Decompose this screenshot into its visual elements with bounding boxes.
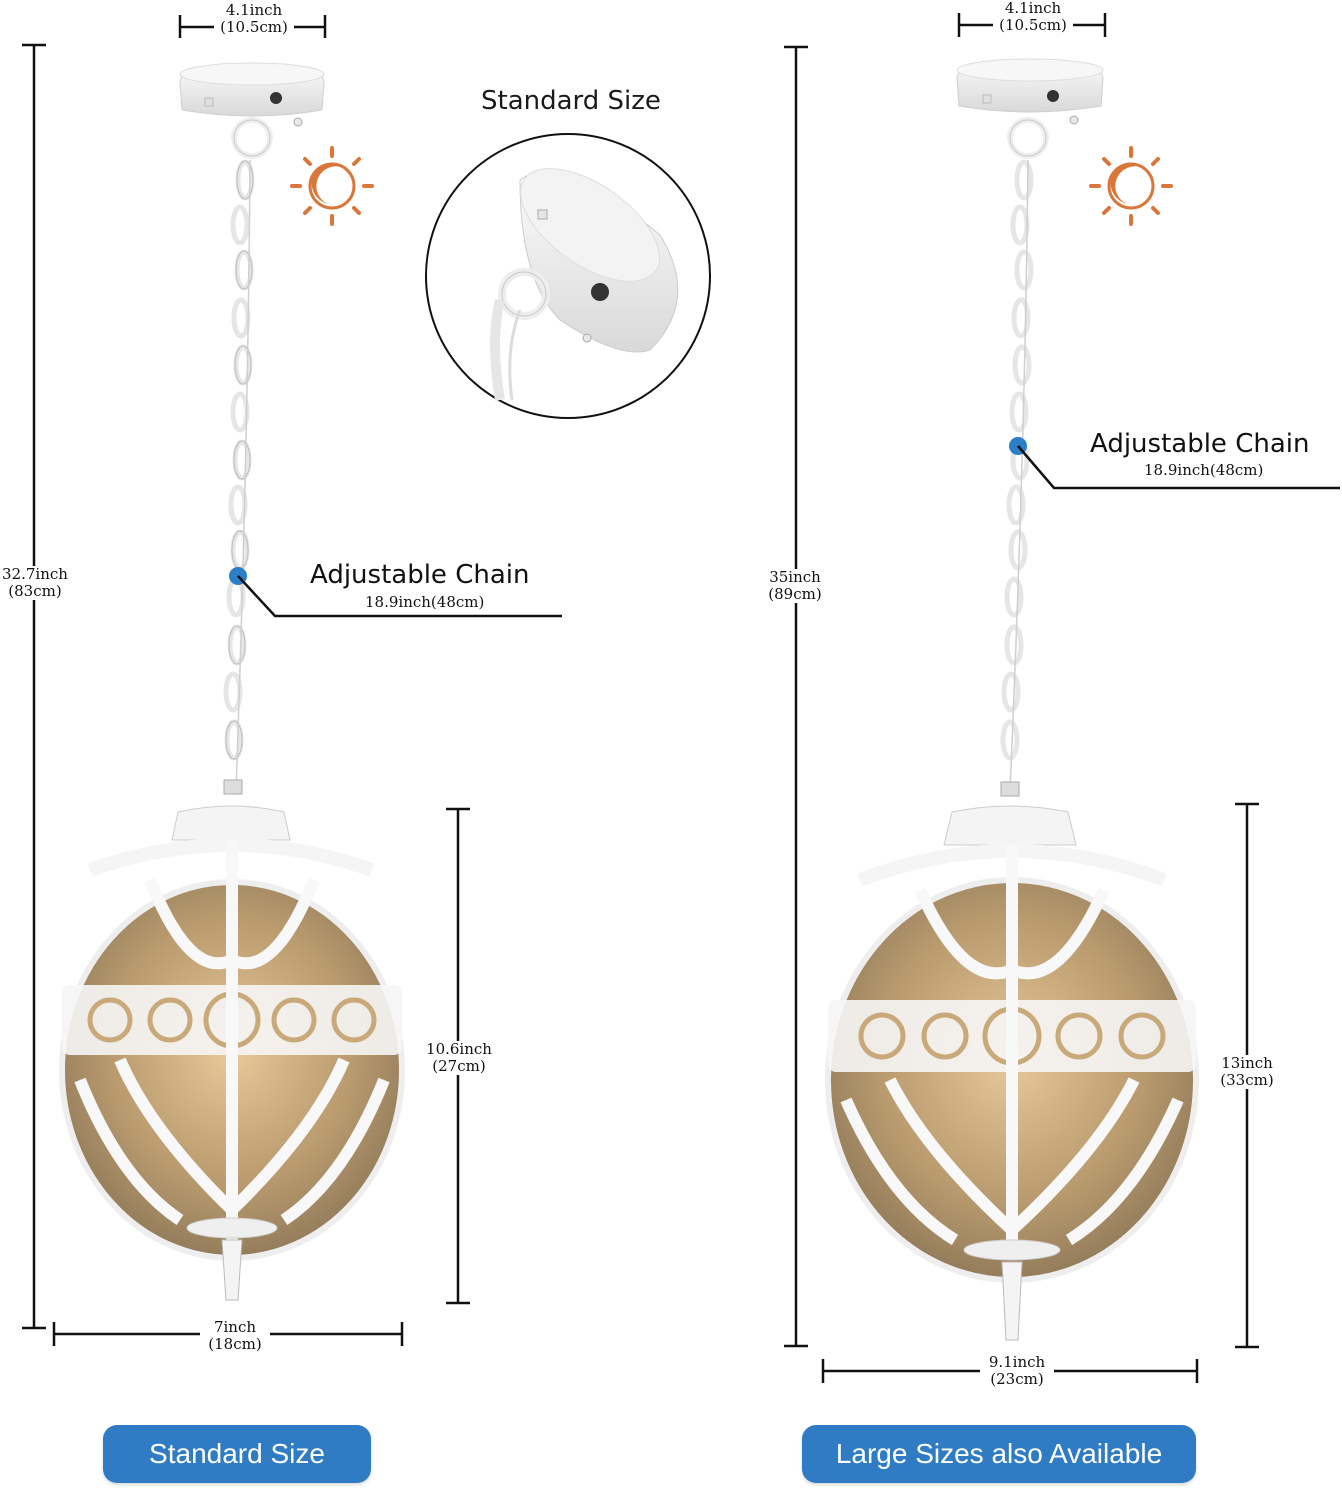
dimension-metric: (18cm)	[208, 1335, 262, 1353]
dimension-metric: (23cm)	[990, 1370, 1044, 1388]
right-shade-width-label: 9.1inch (23cm)	[980, 1354, 1054, 1388]
dimension-value: 35inch	[769, 568, 821, 586]
dimension-value: 10.6inch	[426, 1040, 492, 1058]
right-lamp	[784, 13, 1340, 1383]
sun-moon-icon	[290, 146, 374, 226]
right-shade	[825, 781, 1199, 1341]
left-chain-length: 18.9inch(48cm)	[365, 593, 484, 611]
right-chain-label: Adjustable Chain	[1090, 429, 1310, 459]
dimension-metric: (10.5cm)	[220, 18, 288, 36]
left-height-dimension-line	[22, 43, 46, 1330]
inset-detail	[425, 133, 711, 419]
dimension-value: 32.7inch	[2, 565, 68, 583]
dimension-value: 7inch	[213, 1318, 257, 1336]
dimension-metric: (33cm)	[1220, 1071, 1274, 1089]
dimension-value: 9.1inch	[988, 1353, 1046, 1371]
left-shade	[59, 779, 405, 1301]
dimension-value: 4.1inch	[1004, 0, 1062, 17]
inset-title: Standard Size	[481, 86, 661, 116]
standard-size-button[interactable]: Standard Size	[103, 1425, 371, 1483]
dimension-metric: (27cm)	[432, 1057, 486, 1075]
right-shade-height-label: 13inch (33cm)	[1214, 1055, 1280, 1089]
dimension-value: 13inch	[1221, 1054, 1273, 1072]
dimension-metric: (48cm)	[430, 593, 485, 611]
right-chain-length: 18.9inch(48cm)	[1144, 461, 1263, 479]
left-shade-width-label: 7inch (18cm)	[200, 1319, 270, 1353]
left-total-height-label: 32.7inch (83cm)	[0, 566, 70, 600]
left-chain-label: Adjustable Chain	[310, 560, 530, 590]
dimension-metric: (83cm)	[8, 582, 62, 600]
sun-moon-icon	[1089, 146, 1173, 226]
right-top-width-label: 4.1inch (10.5cm)	[993, 0, 1073, 34]
dimension-value: 4.1inch	[225, 1, 283, 19]
dimension-metric: (10.5cm)	[999, 16, 1067, 34]
right-height-dimension-line	[784, 45, 808, 1348]
left-lamp	[22, 15, 562, 1346]
large-sizes-button[interactable]: Large Sizes also Available	[802, 1425, 1196, 1483]
right-total-height-label: 35inch (89cm)	[762, 569, 828, 603]
left-top-width-label: 4.1inch (10.5cm)	[214, 2, 294, 36]
dimension-metric: (48cm)	[1209, 461, 1264, 479]
left-chain	[223, 159, 255, 761]
dimension-metric: (89cm)	[768, 585, 822, 603]
left-canopy	[179, 62, 325, 159]
left-shade-height-label: 10.6inch (27cm)	[420, 1041, 498, 1075]
dimension-value: 18.9inch	[365, 593, 431, 611]
right-canopy	[956, 58, 1104, 159]
dimension-value: 18.9inch	[1144, 461, 1210, 479]
